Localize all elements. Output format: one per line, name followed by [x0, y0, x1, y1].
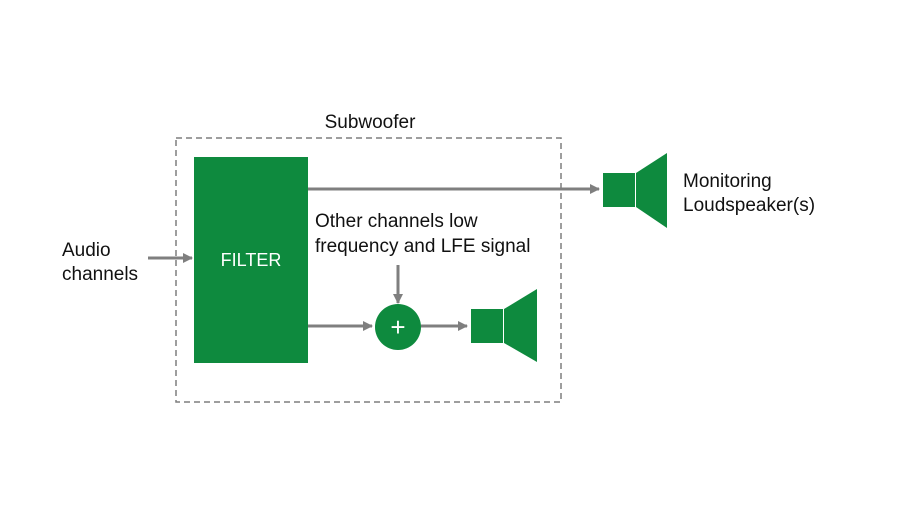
- summing-symbol: +: [390, 312, 405, 342]
- subwoofer-speaker-icon: [471, 289, 537, 362]
- audio-channels-label-line2: channels: [62, 264, 138, 285]
- subwoofer-boundary: [175, 137, 562, 403]
- loudspeaker-icon: [603, 153, 667, 228]
- filter-label: FILTER: [221, 250, 282, 270]
- audio-channels-label-line1: Audio: [62, 240, 111, 261]
- summing-junction-icon: +: [375, 304, 421, 350]
- filter-block: [194, 157, 308, 363]
- monitoring-label-line1: Monitoring: [683, 171, 772, 192]
- subwoofer-label: Subwoofer: [325, 112, 417, 133]
- other-channels-label-line1: Other channels low: [315, 211, 478, 232]
- other-channels-label-line2: frequency and LFE signal: [315, 236, 530, 257]
- monitoring-label-line2: Loudspeaker(s): [683, 195, 815, 216]
